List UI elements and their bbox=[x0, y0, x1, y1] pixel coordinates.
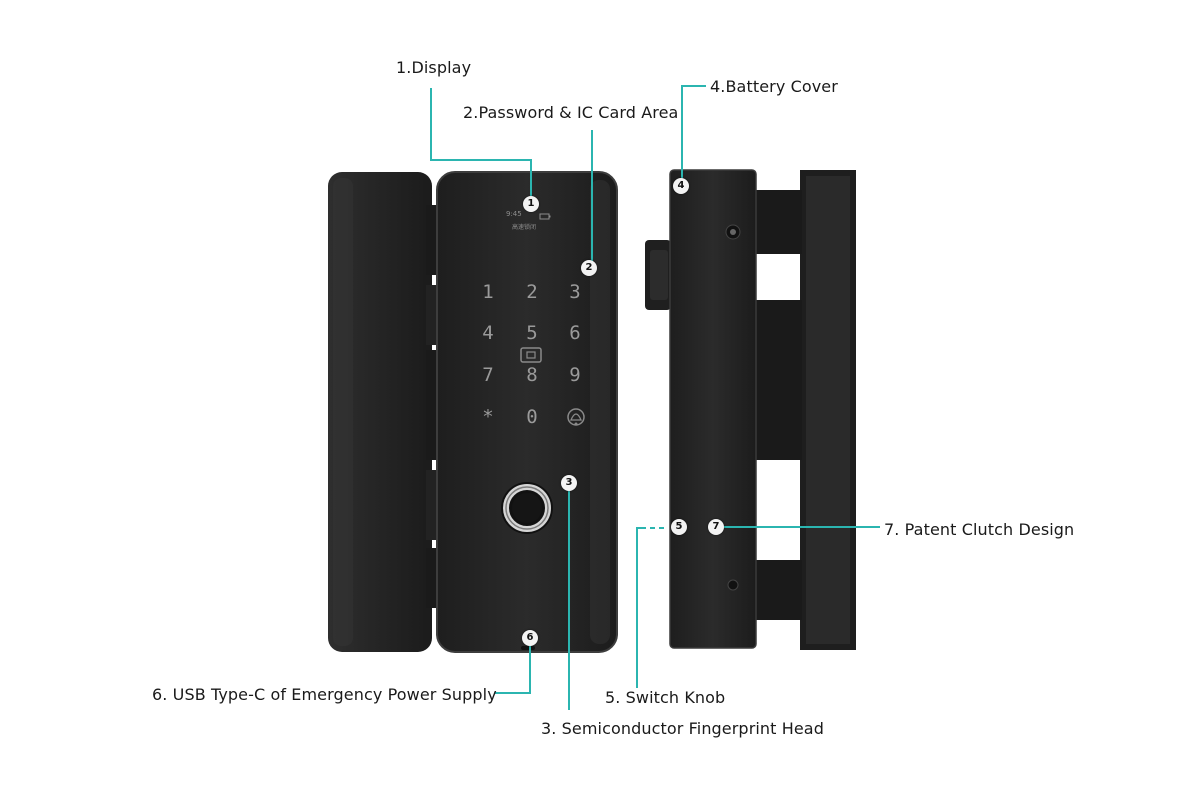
badge-5: 5 bbox=[671, 519, 687, 535]
keypad-key-1[interactable]: 1 bbox=[482, 281, 494, 303]
leader-lines bbox=[430, 85, 880, 710]
label-switch-knob: 5. Switch Knob bbox=[605, 688, 726, 707]
label-password-card-area: 2.Password & IC Card Area bbox=[463, 103, 679, 122]
badge-2: 2 bbox=[581, 260, 597, 276]
keypad-key-8[interactable]: 8 bbox=[526, 364, 538, 386]
screen-status-text: 高速锁闭 bbox=[512, 224, 537, 231]
side-view bbox=[645, 169, 856, 650]
keypad-key-5[interactable]: 5 bbox=[526, 322, 538, 344]
battery-icon bbox=[539, 213, 551, 220]
keypad-key-star[interactable]: * bbox=[482, 406, 494, 428]
keypad-key-7[interactable]: 7 bbox=[482, 364, 494, 386]
label-patent-clutch: 7. Patent Clutch Design bbox=[884, 520, 1075, 539]
badge-1: 1 bbox=[523, 196, 539, 212]
keypad-key-9[interactable]: 9 bbox=[569, 364, 581, 386]
front-main-body bbox=[436, 171, 618, 653]
label-display: 1.Display bbox=[396, 58, 472, 77]
screen-time: 9:45 bbox=[506, 210, 522, 218]
badge-6: 6 bbox=[522, 630, 538, 646]
front-left-clamp bbox=[328, 172, 432, 652]
card-reader-icon bbox=[520, 347, 542, 363]
usb-port bbox=[521, 646, 535, 650]
leader-usb bbox=[495, 645, 531, 694]
keypad-key-3[interactable]: 3 bbox=[569, 281, 581, 303]
keypad-key-0[interactable]: 0 bbox=[526, 406, 538, 428]
keypad-key-6[interactable]: 6 bbox=[569, 322, 581, 344]
keypad-key-2[interactable]: 2 bbox=[526, 281, 538, 303]
keypad-key-4[interactable]: 4 bbox=[482, 322, 494, 344]
leader-battery bbox=[681, 85, 706, 178]
doorbell-icon bbox=[567, 408, 585, 426]
label-fingerprint-head: 3. Semiconductor Fingerprint Head bbox=[541, 719, 824, 738]
fingerprint-sensor-icon bbox=[501, 482, 553, 534]
badge-4: 4 bbox=[673, 178, 689, 194]
leader-display bbox=[430, 88, 532, 196]
label-battery-cover: 4.Battery Cover bbox=[710, 77, 838, 96]
leader-switch bbox=[636, 527, 646, 688]
badge-7: 7 bbox=[708, 519, 724, 535]
badge-3: 3 bbox=[561, 475, 577, 491]
label-usb-type-c: 6. USB Type-C of Emergency Power Supply bbox=[152, 685, 497, 704]
